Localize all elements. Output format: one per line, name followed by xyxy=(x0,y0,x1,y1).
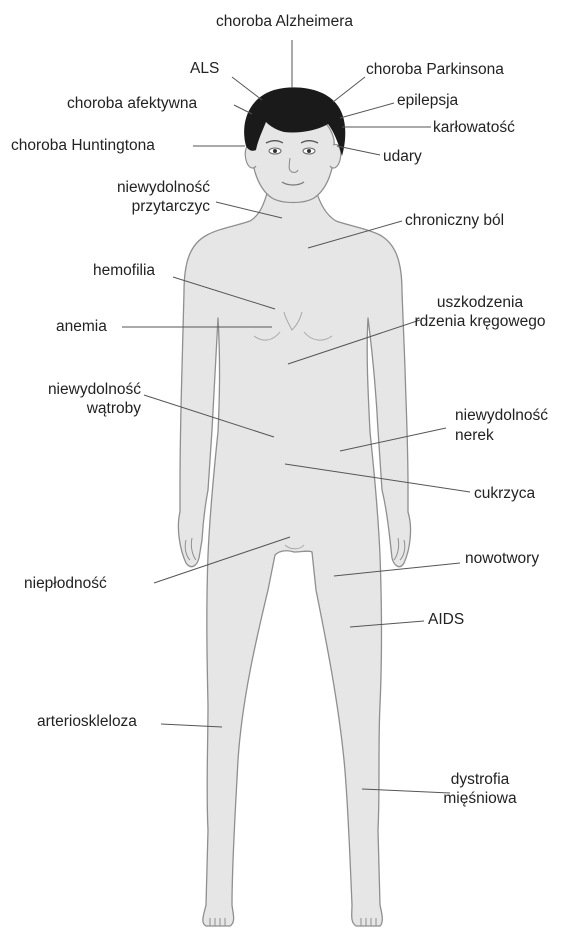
label-kidney-line1: niewydolność xyxy=(455,406,548,425)
label-spinal-line2: rdzenia kręgowego xyxy=(400,312,560,331)
label-parathyroid-line2: przytarczyc xyxy=(60,197,210,216)
label-aids: AIDS xyxy=(428,610,464,629)
leader-affective xyxy=(234,105,252,114)
label-affective: choroba afektywna xyxy=(67,94,197,113)
label-parathyroid-line1: niewydolność xyxy=(60,178,210,197)
leader-parkinson xyxy=(333,77,365,102)
label-cancer: nowotwory xyxy=(465,549,539,568)
body-outline xyxy=(178,190,410,926)
label-huntington: choroba Huntingtona xyxy=(11,136,155,155)
label-strokes: udary xyxy=(383,147,422,166)
label-als: ALS xyxy=(190,59,219,78)
label-arteriosclerosis: arterioskleloza xyxy=(37,712,137,731)
label-alzheimer: choroba Alzheimera xyxy=(216,12,353,31)
label-chronic-pain: chroniczny ból xyxy=(405,211,504,230)
leader-als xyxy=(232,77,262,100)
label-dystrophy-line2: mięśniowa xyxy=(420,789,540,808)
label-liver-line2: wątroby xyxy=(16,399,141,418)
label-parkinson: choroba Parkinsona xyxy=(366,60,504,79)
label-anemia: anemia xyxy=(56,317,107,336)
label-dystrophy-line1: dystrofia xyxy=(420,770,540,789)
right-pupil xyxy=(307,149,311,153)
label-kidney-line2: nerek xyxy=(455,426,494,445)
label-hemophilia: hemofilia xyxy=(93,261,155,280)
label-dwarfism: karłowatość xyxy=(433,118,515,137)
label-liver-line1: niewydolność xyxy=(16,380,141,399)
left-pupil xyxy=(273,149,277,153)
leader-strokes xyxy=(337,146,380,155)
label-diabetes: cukrzyca xyxy=(474,484,535,503)
label-spinal-line1: uszkodzenia xyxy=(400,293,560,312)
label-epilepsy: epilepsja xyxy=(397,91,458,110)
leader-epilepsy xyxy=(340,103,394,118)
label-infertility: niepłodność xyxy=(24,574,107,593)
